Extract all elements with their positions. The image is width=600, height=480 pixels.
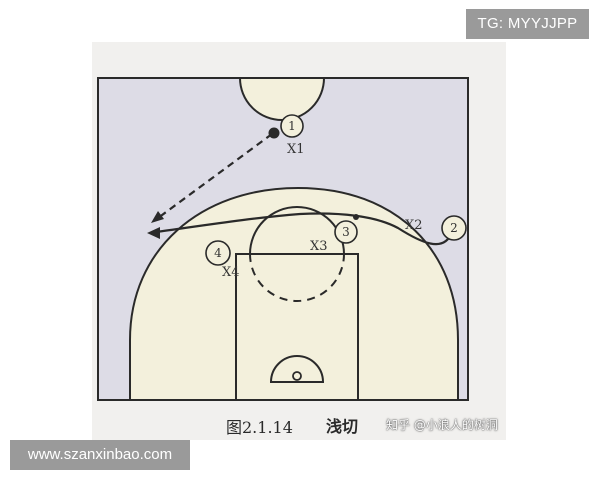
figure-number: 图2.1.14 bbox=[226, 418, 293, 437]
screen-dot bbox=[353, 214, 359, 220]
svg-text:2: 2 bbox=[450, 221, 458, 235]
cut-arrowhead bbox=[147, 227, 160, 239]
svg-text:1: 1 bbox=[288, 119, 296, 133]
defender-x4-label: X4 bbox=[222, 265, 240, 280]
offense-player-2: 2 bbox=[441, 215, 467, 241]
free-throw-circle-bottom bbox=[249, 253, 345, 302]
figure-title: 浅切 bbox=[326, 417, 359, 436]
svg-text:4: 4 bbox=[214, 246, 222, 260]
defender-x3-label: X3 bbox=[310, 239, 328, 254]
basket bbox=[292, 371, 302, 381]
ball-icon bbox=[268, 127, 280, 139]
defender-x1-label: X1 bbox=[287, 142, 305, 157]
svg-text:3: 3 bbox=[342, 225, 350, 239]
restricted-arc bbox=[270, 355, 324, 383]
pass-arrowhead bbox=[151, 211, 164, 223]
tg-watermark: TG: MYYJJPP bbox=[466, 9, 589, 39]
site-watermark: www.szanxinbao.com bbox=[10, 440, 190, 470]
offense-player-4: 4 bbox=[205, 240, 231, 266]
key-lane bbox=[235, 253, 359, 401]
offense-player-3: 3 bbox=[334, 220, 358, 244]
zhihu-watermark: 知乎 @小浪人的树洞 bbox=[386, 418, 498, 432]
defender-x2-label: X2 bbox=[405, 218, 423, 233]
offense-player-1: 1 bbox=[280, 114, 304, 138]
cut-path bbox=[155, 212, 454, 246]
